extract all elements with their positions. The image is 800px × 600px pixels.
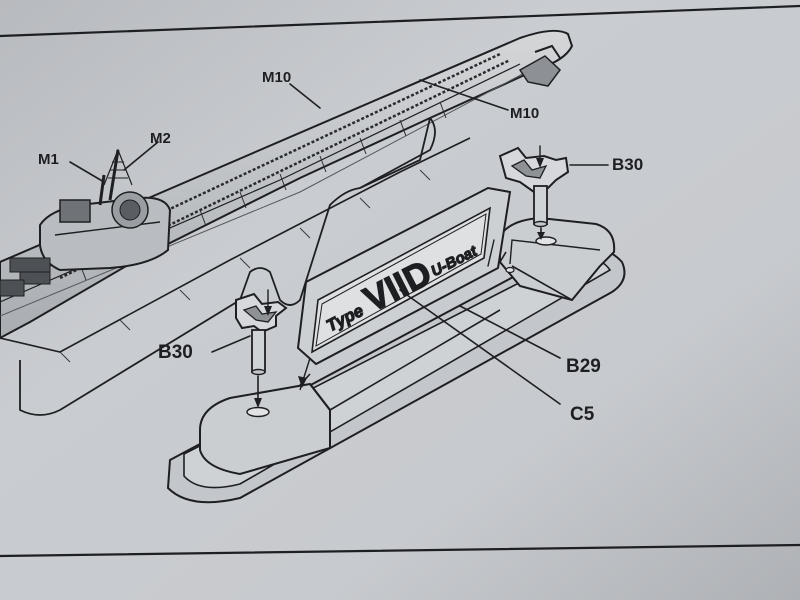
stand-pin-left bbox=[235, 289, 288, 408]
submarine-hull bbox=[0, 29, 574, 416]
label-b30-right: B30 bbox=[612, 155, 643, 174]
leader-lines bbox=[69, 79, 609, 405]
nameplate-part: Type VIID U-Boat bbox=[296, 186, 512, 366]
bottom-border-line bbox=[0, 543, 800, 558]
top-border-line bbox=[0, 4, 800, 38]
conning-tower bbox=[0, 148, 172, 297]
stand-pin-right bbox=[498, 145, 570, 240]
label-m2: M2 bbox=[150, 130, 171, 147]
display-stand-base bbox=[166, 216, 626, 504]
label-m10-upper: M10 bbox=[262, 69, 291, 86]
label-m1: M1 bbox=[38, 151, 59, 168]
label-b29: B29 bbox=[566, 356, 601, 377]
label-b30-left: B30 bbox=[158, 342, 193, 363]
label-m10-lower: M10 bbox=[510, 105, 539, 122]
callout-labels: M10 M10 M1 M2 B30 B30 B29 C5 bbox=[38, 69, 643, 425]
label-c5: C5 bbox=[570, 404, 595, 425]
